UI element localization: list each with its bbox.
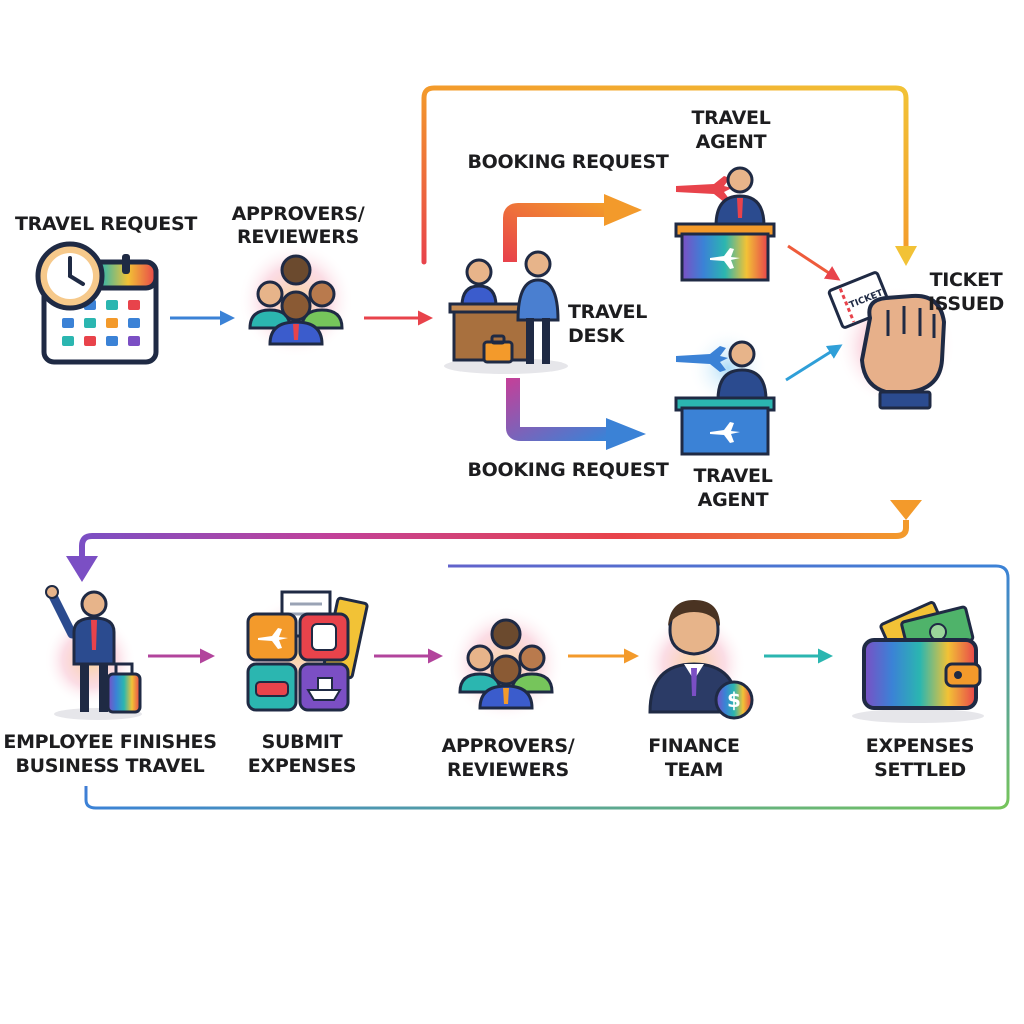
label-finance-line2: TEAM [665, 759, 723, 781]
car-icon [255, 681, 289, 697]
label-travel-agent-bottom-line1: TRAVEL [694, 465, 773, 487]
plane-icon [258, 628, 288, 649]
arrow-desk-to-agent-bottom [506, 378, 614, 441]
people-group-icon [238, 242, 354, 358]
label-approvers-top-line2: REVIEWERS [237, 226, 359, 248]
label-employee-line1: EMPLOYEE FINISHES [3, 731, 216, 753]
loop-arrow-head [895, 246, 917, 266]
label-settled-line2: SETTLED [874, 759, 966, 781]
labels: TRAVEL REQUEST APPROVERS/ REVIEWERS TRAV… [3, 107, 1004, 781]
agent-counter-icon [674, 328, 776, 456]
plane-icon [676, 346, 728, 372]
arrow-agent-bottom-to-ticket [785, 344, 843, 382]
ship-icon [306, 677, 342, 701]
label-travel-desk-line2: DESK [568, 325, 626, 347]
hand-ticket-icon: TICKET [827, 271, 956, 410]
calendar-clock-icon [35, 241, 159, 365]
return-arrow-head [66, 556, 98, 582]
label-booking-request-bottom: BOOKING REQUEST [467, 459, 668, 481]
plane-icon [676, 176, 732, 202]
connectors [66, 85, 1010, 810]
label-booking-request-top: BOOKING REQUEST [467, 151, 668, 173]
label-travel-agent-top-line2: AGENT [696, 131, 767, 153]
label-finance-line1: FINANCE [648, 735, 739, 757]
vertical-arrow-head [890, 500, 922, 520]
train-icon [311, 623, 337, 651]
label-approvers-bottom-line1: APPROVERS/ [442, 735, 575, 757]
label-approvers-top-line1: APPROVERS/ [232, 203, 365, 225]
label-ticket-issued-line1: TICKET [930, 269, 1003, 291]
dollar-sign: $ [727, 688, 741, 712]
finance-person-icon: $ [642, 600, 754, 720]
label-submit-line2: EXPENSES [248, 755, 356, 777]
loop-arrow-desk-to-ticket [421, 85, 909, 265]
arrow-agent-top-to-ticket [787, 244, 841, 281]
label-approvers-bottom-line2: REVIEWERS [447, 759, 569, 781]
traveler-waving-icon [44, 585, 142, 720]
plane-icon [710, 422, 740, 443]
arrow-desk-to-agent-bottom-head [606, 418, 646, 450]
luggage-icon [106, 672, 142, 714]
desk-agents-icon [444, 250, 568, 374]
label-travel-request: TRAVEL REQUEST [15, 213, 197, 235]
people-group-icon [448, 606, 564, 722]
label-travel-agent-bottom-line2: AGENT [698, 489, 769, 511]
label-settled-line1: EXPENSES [866, 735, 974, 757]
label-travel-agent-top-line1: TRAVEL [692, 107, 771, 129]
label-travel-desk-line1: TRAVEL [568, 301, 647, 323]
dollar-coin-icon [714, 680, 754, 720]
briefcase-icon [482, 340, 514, 364]
return-arrow-to-employee [79, 520, 909, 560]
plane-icon [710, 248, 740, 269]
arrow-desk-to-agent-top [503, 203, 612, 262]
label-ticket-issued-line2: ISSUED [928, 293, 1004, 315]
label-submit-line1: SUBMIT [262, 731, 343, 753]
bottom-flow-frame [84, 564, 1010, 810]
label-employee-line2: BUSINESS TRAVEL [16, 755, 205, 777]
wallet-icon [852, 601, 984, 723]
receipts-icon [240, 590, 369, 712]
agent-counter-icon [674, 166, 776, 282]
arrow-desk-to-agent-top-head [604, 194, 642, 226]
